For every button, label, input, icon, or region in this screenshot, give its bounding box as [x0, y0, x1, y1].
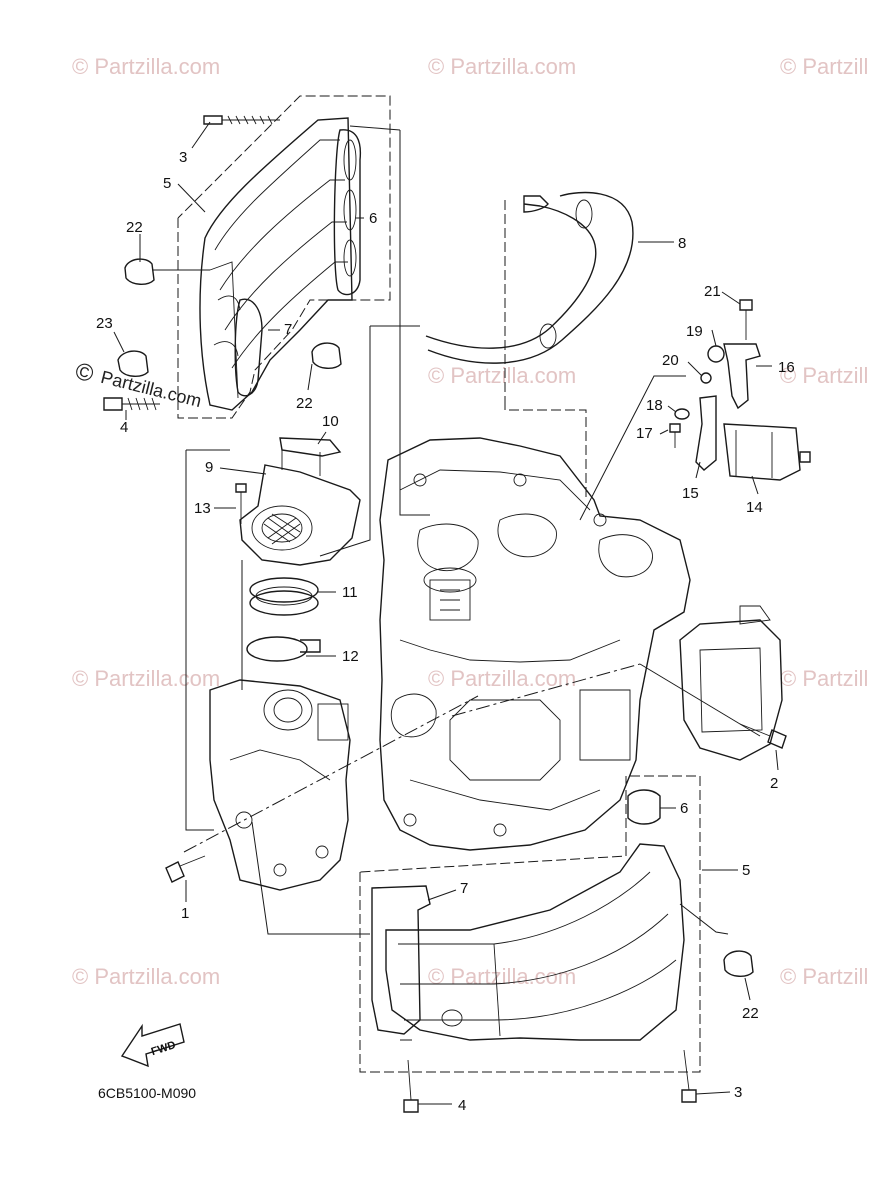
watermark: © Partzilla.com [428, 54, 576, 79]
throttle-parts [235, 437, 361, 662]
callout-5: 5 [163, 175, 171, 192]
fwd-label: FWD [150, 1039, 178, 1058]
lower-intake-manifold [359, 775, 754, 1113]
callout-19: 19 [686, 323, 703, 340]
lower-intake-block [165, 679, 351, 891]
callout-17: 17 [636, 425, 653, 442]
callout-4: 4 [120, 419, 128, 436]
watermark: © Partzilla.com [780, 964, 869, 989]
watermark: © Partzilla.com [428, 666, 576, 691]
watermark: © Partzilla.com [72, 964, 220, 989]
filter-bracket-group [669, 299, 811, 481]
callout-22: 22 [126, 219, 143, 236]
callout-6: 6 [680, 800, 688, 817]
callout-22: 22 [296, 395, 313, 412]
callout-3: 3 [734, 1084, 742, 1101]
watermark: © Partzilla.com [428, 964, 576, 989]
callout-15: 15 [682, 485, 699, 502]
callout-16: 16 [778, 359, 795, 376]
watermark: © Partzilla.com [72, 666, 220, 691]
callout-3: 3 [179, 149, 187, 166]
diagram-code: 6CB5100-M090 [98, 1085, 196, 1101]
forward-arrow-icon [120, 1023, 185, 1068]
hose-assembly [425, 191, 634, 500]
callout-6: 6 [369, 210, 377, 227]
callout-labels: 3 5 6 8 22 7 23 4 22 21 19 20 16 18 17 1… [96, 149, 795, 1114]
callout-14: 14 [746, 499, 763, 516]
copyright-icon: © [73, 358, 97, 389]
callout-7: 7 [284, 321, 292, 338]
callout-11: 11 [342, 584, 358, 601]
callout-10: 10 [322, 413, 339, 430]
upper-intake-manifold [103, 95, 391, 419]
callout-7: 7 [460, 880, 468, 897]
watermark: © Partzilla.com [72, 54, 220, 79]
callout-21: 21 [704, 283, 721, 300]
callout-13: 13 [194, 500, 211, 517]
engine-block [379, 437, 787, 851]
callout-23: 23 [96, 315, 113, 332]
fwd-arrow: FWD [120, 1023, 185, 1068]
corner-watermark-text: Partzilla.com [99, 367, 204, 411]
callout-18: 18 [646, 397, 663, 414]
watermark: © Partzilla.com [428, 363, 576, 388]
watermark: © Partzilla.com [780, 666, 869, 691]
callout-22: 22 [742, 1005, 759, 1022]
watermark: © Partzilla.com [780, 54, 869, 79]
callout-8: 8 [678, 235, 686, 252]
watermark-layer: © Partzilla.com © Partzilla.com © Partzi… [72, 54, 869, 989]
callout-9: 9 [205, 459, 213, 476]
callout-leaders [113, 121, 779, 1105]
callout-20: 20 [662, 352, 679, 369]
callout-2: 2 [770, 775, 778, 792]
callout-12: 12 [342, 648, 359, 665]
callout-4: 4 [458, 1097, 466, 1114]
callout-5: 5 [742, 862, 750, 879]
reference-lines [183, 125, 761, 1041]
watermark: © Partzilla.com [780, 363, 869, 388]
callout-1: 1 [181, 905, 189, 922]
